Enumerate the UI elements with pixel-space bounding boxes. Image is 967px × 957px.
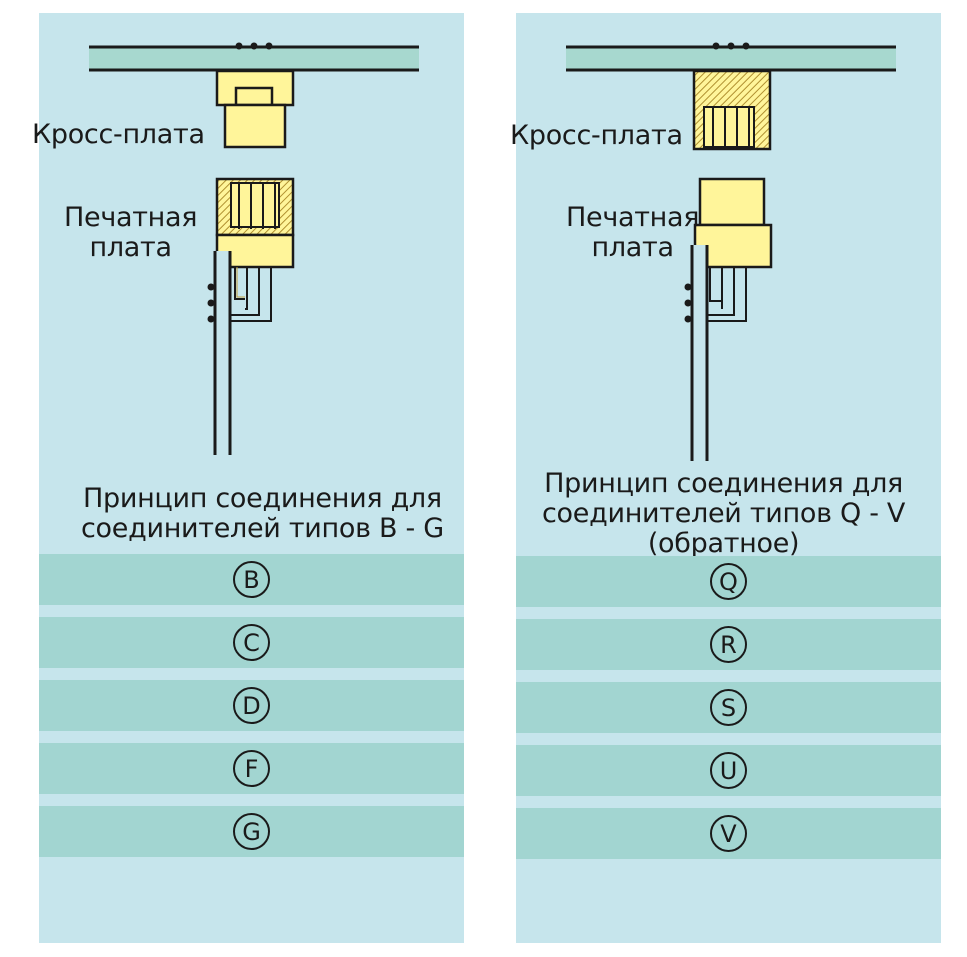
left-panel: Кросс-плата Печатная плата Принцип соеди… <box>32 13 464 943</box>
type-row-s: S <box>516 682 941 733</box>
type-badge-f: F <box>233 750 270 787</box>
type-row-b: B <box>39 554 464 605</box>
right-connector-drawing <box>566 42 896 461</box>
right-pcb-label-line-1: Печатная <box>566 202 700 233</box>
type-row-u: U <box>516 745 941 796</box>
right-backplane-connector <box>692 69 772 151</box>
type-badge-g: G <box>233 813 270 850</box>
left-caption-line-2: соединителей типов B - G <box>81 513 444 545</box>
left-backplane-board <box>89 42 419 72</box>
type-badge-b: B <box>233 561 270 598</box>
left-pcb-label-line-2: плата <box>89 232 172 264</box>
type-row-c: C <box>39 617 464 668</box>
type-badge-d: D <box>233 687 270 724</box>
right-panel: Кросс-плата Печатная плата Принцип соеди… <box>510 13 941 943</box>
right-backplane-board <box>566 42 896 72</box>
left-pcb-board <box>207 251 232 455</box>
right-caption-line-3: (обратное) <box>647 528 800 560</box>
type-row-d: D <box>39 680 464 731</box>
left-caption-line-1: Принцип соединения для <box>82 483 442 514</box>
left-pcb-label-line-1: Печатная <box>64 202 198 233</box>
type-badge-u: U <box>710 752 747 789</box>
left-backplane-label: Кросс-плата <box>32 119 205 150</box>
right-pcb-label: Печатная плата <box>566 202 700 264</box>
type-row-v: V <box>516 808 941 859</box>
left-backplane-connector <box>215 69 295 149</box>
type-row-g: G <box>39 806 464 857</box>
right-caption-line-2: соединителей типов Q - V <box>542 498 906 530</box>
type-badge-c: C <box>233 624 270 661</box>
type-row-q: Q <box>516 556 941 607</box>
type-badge-s: S <box>710 689 747 726</box>
right-backplane-label: Кросс-плата <box>510 120 683 151</box>
left-pcb-label: Печатная плата <box>64 202 198 264</box>
left-connector-drawing <box>89 42 419 455</box>
type-row-r: R <box>516 619 941 670</box>
type-badge-q: Q <box>710 563 747 600</box>
right-caption: Принцип соединения для соединителей типо… <box>542 468 906 560</box>
right-caption-line-1: Принцип соединения для <box>544 468 903 499</box>
type-row-f: F <box>39 743 464 794</box>
type-badge-v: V <box>710 815 747 852</box>
right-pcb-board <box>684 245 709 461</box>
type-badge-r: R <box>710 626 747 663</box>
right-pcb-label-line-2: плата <box>591 232 674 264</box>
left-caption: Принцип соединения для соединителей типо… <box>81 483 444 545</box>
